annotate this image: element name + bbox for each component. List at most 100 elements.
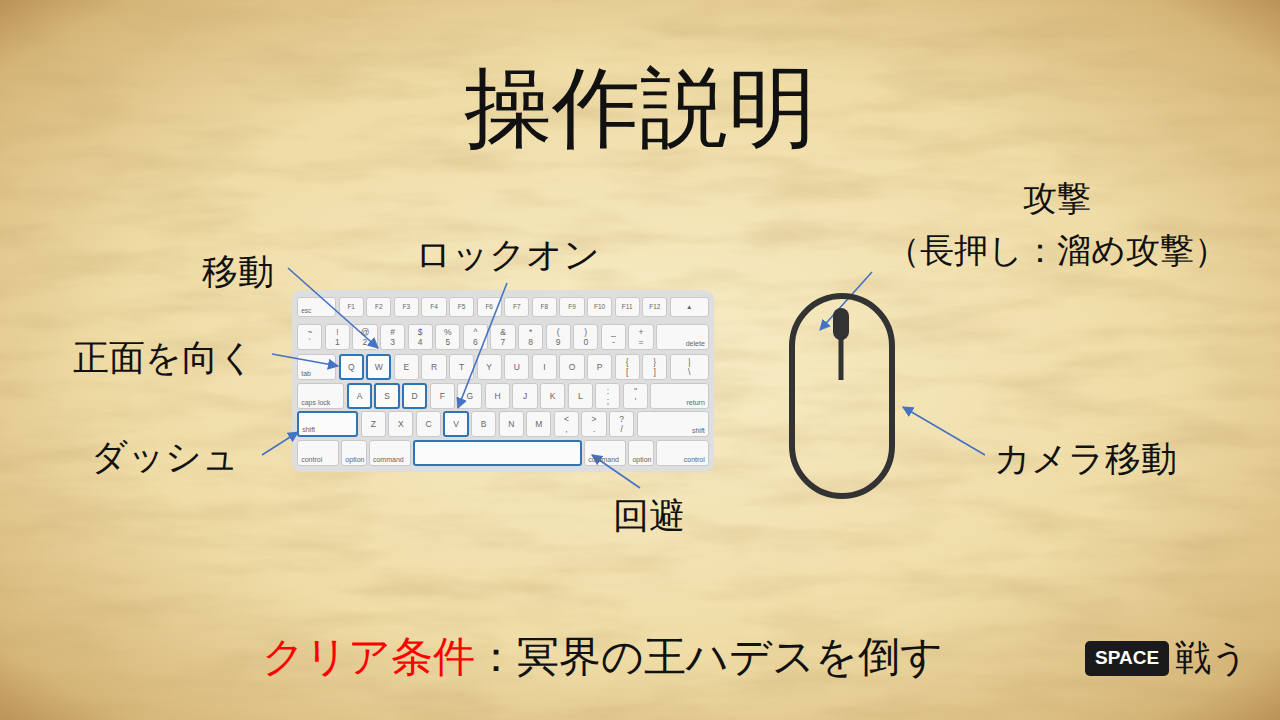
leader-line: [262, 432, 298, 455]
key-legend: Z: [371, 420, 376, 429]
keycap: F8: [532, 297, 557, 317]
key-legend: .: [593, 425, 595, 434]
leader-line: [458, 283, 507, 408]
keycap: F1: [339, 297, 364, 317]
key-legend: \: [688, 368, 690, 377]
keycap: U: [504, 354, 529, 380]
keycap: P: [587, 354, 612, 380]
callout-anchor: 移動: [202, 250, 274, 293]
key-legend: #: [390, 328, 395, 337]
keycap: Z: [361, 411, 386, 437]
mouse-illustration: [792, 296, 892, 496]
key-legend: F12: [649, 304, 660, 311]
key-legend: shift: [302, 426, 315, 433]
key-legend: F8: [541, 304, 549, 311]
keycap: }]: [642, 354, 667, 380]
keycap: F3: [394, 297, 419, 317]
leader-line: [592, 455, 640, 488]
callout-anchor: 正面を向く: [73, 336, 255, 379]
keycap: A: [347, 383, 372, 409]
key-legend: I: [543, 363, 545, 372]
keycap: ^6: [463, 324, 488, 350]
key-legend: F2: [375, 304, 383, 311]
key-legend: H: [494, 392, 500, 401]
key-legend: (: [557, 328, 560, 337]
keycap: option: [628, 440, 653, 466]
keycap: +=: [628, 324, 653, 350]
key-legend: U: [514, 363, 520, 372]
key-legend: 2: [363, 338, 368, 347]
key-legend: 3: [390, 338, 395, 347]
keycap: M: [526, 411, 551, 437]
key-legend: 6: [473, 338, 478, 347]
keycap: F: [430, 383, 455, 409]
key-legend: B: [481, 420, 487, 429]
keycap: R: [421, 354, 446, 380]
key-legend: >: [592, 415, 597, 424]
key-legend: 9: [556, 338, 561, 347]
key-legend: P: [597, 363, 603, 372]
keycap: command: [369, 440, 411, 466]
keycap: {[: [615, 354, 640, 380]
keycap: caps lock: [297, 383, 344, 409]
keycap: (9: [546, 324, 571, 350]
key-legend: F6: [485, 304, 493, 311]
key-legend: command: [588, 456, 619, 463]
keycap: S: [374, 383, 399, 409]
callout-anchor: 攻撃: [1023, 178, 1091, 219]
keycap: F11: [615, 297, 640, 317]
key-legend: 4: [418, 338, 423, 347]
leader-line: [272, 354, 338, 366]
keycap: delete: [656, 324, 709, 350]
keycap: )0: [573, 324, 598, 350]
keycap: F7: [504, 297, 529, 317]
keyboard-body: escF1F2F3F4F5F6F7F8F9F10F11F12▲~`!1@2#3$…: [292, 290, 714, 472]
key-legend: {: [626, 358, 629, 367]
keycap: #3: [380, 324, 405, 350]
keycap: F4: [421, 297, 446, 317]
keycap: $4: [408, 324, 433, 350]
keycap: J: [512, 383, 537, 409]
keycap: "': [623, 383, 648, 409]
key-legend: ": [634, 387, 637, 396]
key-legend: N: [508, 420, 514, 429]
keycap: ?/: [609, 411, 634, 437]
key-legend: %: [444, 328, 452, 337]
keycap: ~`: [297, 324, 322, 350]
callout-anchor: ダッシュ: [91, 435, 239, 478]
key-legend: 5: [445, 338, 450, 347]
callout-anchor: ロックオン: [415, 233, 600, 276]
key-legend: option: [632, 456, 651, 463]
keycap: tab: [297, 354, 336, 380]
key-legend: O: [569, 363, 576, 372]
key-legend: |: [688, 358, 690, 367]
key-legend: F10: [594, 304, 605, 311]
key-legend: F7: [513, 304, 521, 311]
callout-label: 攻撃: [1023, 178, 1091, 218]
keycap: <,: [554, 411, 579, 437]
key-legend: =: [639, 338, 644, 347]
keycap: F12: [642, 297, 667, 317]
key-legend: F11: [622, 304, 633, 311]
callout-label: ロックオン: [415, 234, 600, 275]
key-legend: !: [336, 328, 338, 337]
keycap: F9: [559, 297, 584, 317]
key-legend: A: [357, 392, 363, 401]
title: 操作説明: [464, 56, 816, 159]
key-legend: $: [418, 328, 423, 337]
key-legend: <: [564, 415, 569, 424]
key-legend: ,: [565, 425, 567, 434]
key-legend: 7: [501, 338, 506, 347]
key-legend: 0: [583, 338, 588, 347]
key-legend: F9: [568, 304, 576, 311]
key-legend: W: [375, 363, 383, 372]
key-legend: /: [620, 425, 622, 434]
key-badge: SPACE: [1085, 641, 1169, 676]
keycap: V: [443, 411, 468, 437]
key-legend: X: [398, 420, 404, 429]
keycap: O: [559, 354, 584, 380]
key-legend: F: [440, 392, 445, 401]
key-legend: 8: [528, 338, 533, 347]
key-legend: S: [384, 392, 390, 401]
keycap: B: [471, 411, 496, 437]
